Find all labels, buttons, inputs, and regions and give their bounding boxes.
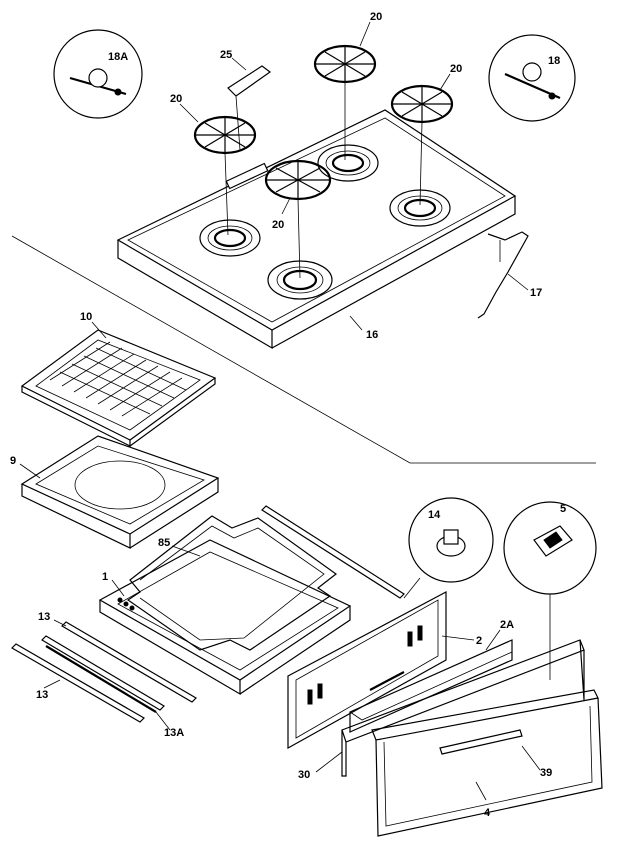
leader-lines bbox=[19, 21, 541, 801]
burner-rear-left bbox=[317, 144, 379, 182]
label-25: 25 bbox=[220, 49, 232, 61]
label-30: 30 bbox=[298, 769, 310, 781]
detail-circle-18 bbox=[488, 34, 576, 122]
section-divider bbox=[11, 235, 596, 464]
label-85: 85 bbox=[158, 537, 170, 549]
trim-strip-2a bbox=[349, 639, 513, 733]
drawer-frame-85 bbox=[126, 515, 338, 651]
label-2a: 2A bbox=[500, 619, 514, 631]
control-panel bbox=[287, 591, 447, 750]
label-20-left: 20 bbox=[170, 93, 182, 105]
drawer-body bbox=[98, 539, 352, 696]
slide-rail-13-lower bbox=[11, 643, 145, 723]
label-16: 16 bbox=[366, 329, 378, 341]
cooktop bbox=[116, 109, 517, 350]
drawer-rail-top bbox=[261, 505, 405, 599]
label-18: 18 bbox=[548, 55, 560, 67]
label-13a: 13A bbox=[164, 727, 184, 739]
label-39: 39 bbox=[540, 767, 552, 779]
label-20-rear: 20 bbox=[370, 11, 382, 23]
label-2: 2 bbox=[476, 635, 482, 647]
label-20-front: 20 bbox=[272, 219, 284, 231]
label-1: 1 bbox=[102, 571, 108, 583]
part-17-wire bbox=[477, 231, 529, 319]
part-labels: 20 20 20 20 25 18A 18 17 16 10 9 85 1 14… bbox=[10, 11, 566, 819]
drawer-front-panel bbox=[341, 639, 585, 777]
label-20-right: 20 bbox=[450, 63, 462, 75]
detail-circle-5-knob bbox=[503, 501, 597, 680]
broiler-grid bbox=[20, 329, 217, 447]
label-4: 4 bbox=[484, 807, 491, 819]
label-17: 17 bbox=[530, 287, 542, 299]
detail-circle-14-knob bbox=[403, 497, 494, 599]
drawer-outer-panel bbox=[371, 689, 603, 837]
label-10: 10 bbox=[80, 311, 92, 323]
grate-right bbox=[390, 84, 454, 206]
grate-rear-center bbox=[313, 44, 377, 160]
grid-slots bbox=[49, 341, 187, 417]
label-13-upper: 13 bbox=[38, 611, 50, 623]
label-18a: 18A bbox=[108, 51, 128, 63]
broiler-pan bbox=[20, 435, 220, 549]
label-13-lower: 13 bbox=[36, 689, 48, 701]
burner-front-left bbox=[199, 219, 261, 257]
slide-rail-13a bbox=[41, 635, 165, 713]
label-9: 9 bbox=[10, 455, 16, 467]
part-25-bracket bbox=[227, 65, 272, 151]
detail-circle-18a bbox=[53, 29, 143, 119]
label-14: 14 bbox=[428, 509, 441, 521]
grate-left bbox=[193, 115, 257, 236]
grate-front-center bbox=[264, 159, 332, 279]
label-5: 5 bbox=[560, 503, 566, 515]
slide-rail-13-upper bbox=[61, 621, 197, 703]
